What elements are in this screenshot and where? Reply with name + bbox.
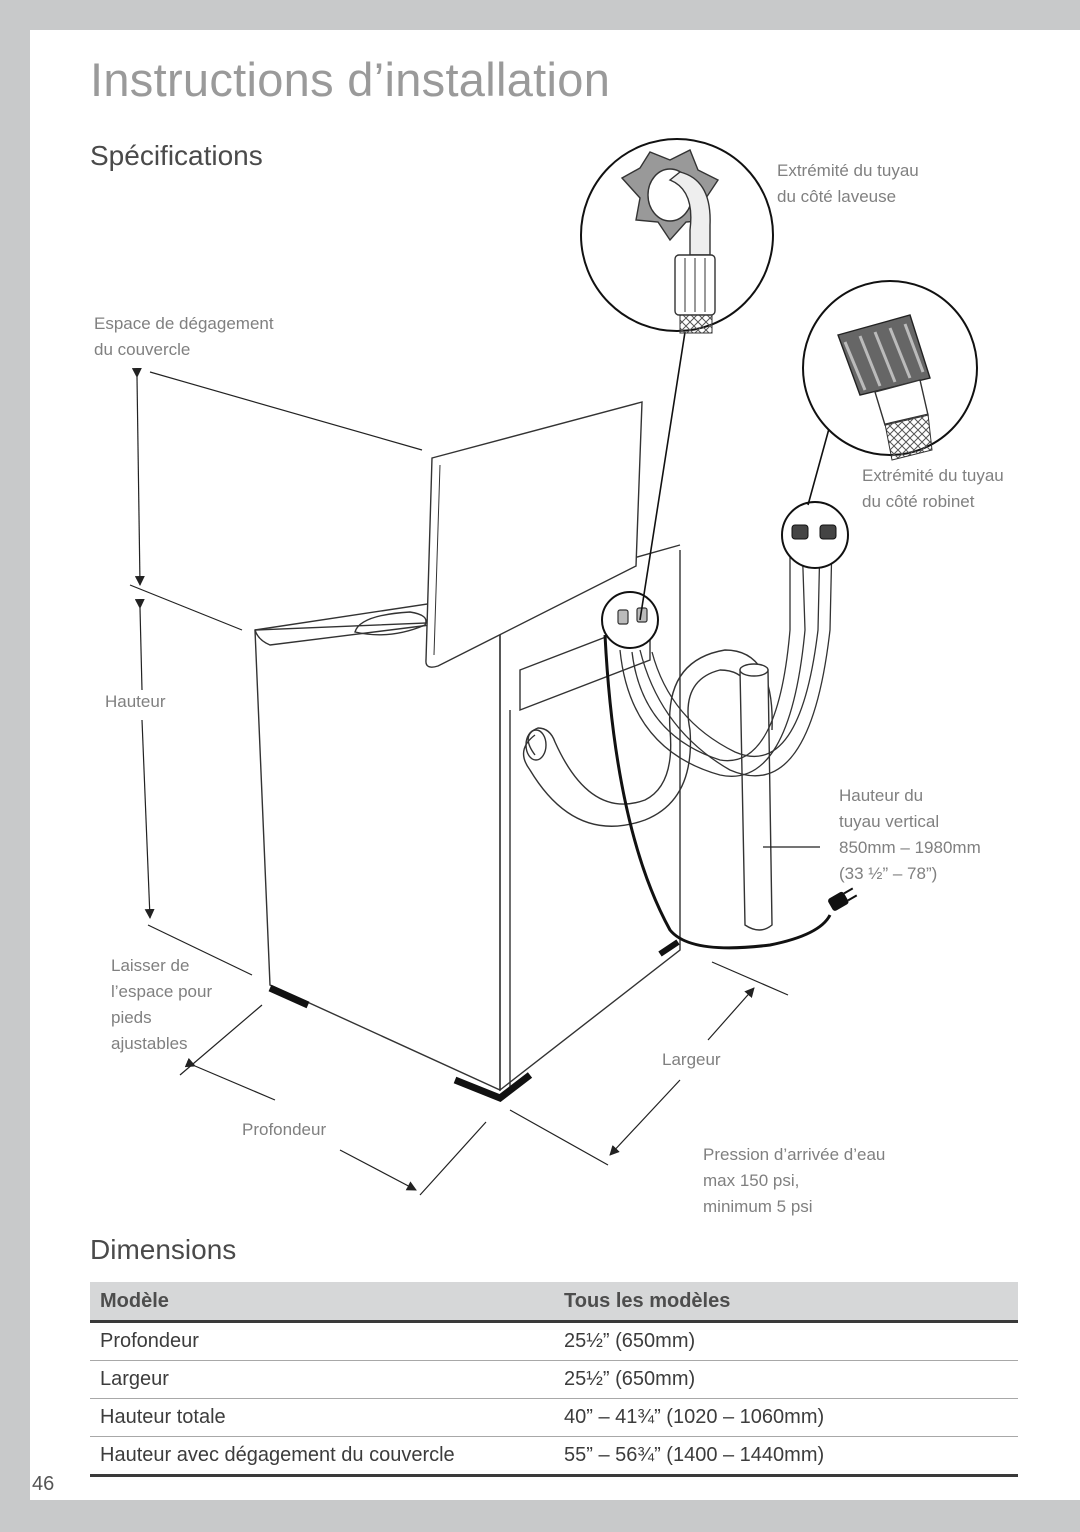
feet-label-line1: Laisser de (111, 956, 190, 975)
feet-label-line4: ajustables (111, 1034, 188, 1053)
page-number: 46 (32, 1473, 55, 1495)
standpipe-label-line2: tuyau vertical (839, 812, 940, 831)
dimensions-heading: Dimensions (90, 1234, 237, 1265)
dimension-lines (129, 367, 820, 1196)
table-header-row: Modèle Tous les modèles (90, 1282, 1018, 1323)
row-label: Largeur (90, 1360, 554, 1399)
row-value: 25½” (650mm) (554, 1360, 1018, 1399)
washer-end-detail-circle (580, 138, 774, 332)
row-label: Hauteur avec dégagement du couvercle (90, 1436, 554, 1477)
standpipe-label-line1: Hauteur du (839, 786, 924, 805)
table-row: Largeur 25½” (650mm) (90, 1360, 1018, 1399)
row-value: 55” – 56¾” (1400 – 1440mm) (554, 1436, 1018, 1477)
pressure-label-line3: minimum 5 psi (703, 1197, 813, 1216)
column-header-model: Modèle (90, 1282, 554, 1323)
table-row: Hauteur avec dégagement du couvercle 55”… (90, 1436, 1018, 1477)
feet-label-line2: l’espace pour (111, 982, 213, 1001)
dimensions-table: Modèle Tous les modèles Profondeur 25½” … (90, 1282, 1018, 1477)
pressure-label-line2: max 150 psi, (703, 1171, 800, 1190)
washer-end-label-line1: Extrémité du tuyau (777, 161, 919, 180)
row-value: 40” – 41¾” (1020 – 1060mm) (554, 1398, 1018, 1437)
feet-label-line3: pieds (111, 1008, 152, 1027)
front-foot (268, 984, 310, 1009)
washer-end-label-line2: du côté laveuse (777, 187, 897, 206)
row-label: Hauteur totale (90, 1398, 554, 1437)
washer-installation-diagram (129, 138, 978, 1196)
open-lid (425, 401, 643, 668)
row-label: Profondeur (90, 1321, 554, 1361)
tap-end-label-line1: Extrémité du tuyau (862, 466, 1004, 485)
inlet-hoses (619, 539, 833, 777)
depth-label: Profondeur (242, 1120, 327, 1139)
standpipe-label-line3: 850mm – 1980mm (839, 838, 981, 857)
table-row: Hauteur totale 40” – 41¾” (1020 – 1060mm… (90, 1398, 1018, 1437)
tap-connection-circle (781, 501, 849, 569)
washer-connection-circle (601, 591, 659, 649)
back-foot (453, 1072, 533, 1102)
specifications-heading: Spécifications (90, 140, 263, 171)
height-label: Hauteur (105, 692, 166, 711)
tap-end-fitting-icon (837, 314, 933, 461)
washer-end-fitting-icon (620, 149, 720, 334)
standpipe-label-line4: (33 ½” – 78”) (839, 864, 938, 883)
row-value: 25½” (650mm) (554, 1321, 1018, 1361)
power-cord (603, 634, 832, 950)
manual-page: Instructions d’installation Spécificatio… (30, 30, 1080, 1500)
table-row: Profondeur 25½” (650mm) (90, 1321, 1018, 1361)
width-label: Largeur (662, 1050, 721, 1069)
tap-end-label-line2: du côté robinet (862, 492, 975, 511)
lid-clearance-label-line2: du couvercle (94, 340, 191, 359)
lid-clearance-label-line1: Espace de dégagement (94, 314, 274, 333)
column-header-all-models: Tous les modèles (554, 1282, 1018, 1323)
drain-hose (522, 649, 773, 827)
power-plug-icon (828, 887, 858, 911)
standpipe (739, 663, 773, 931)
pressure-label-line1: Pression d’arrivée d’eau (703, 1145, 886, 1164)
page-title: Instructions d’installation (90, 53, 611, 106)
